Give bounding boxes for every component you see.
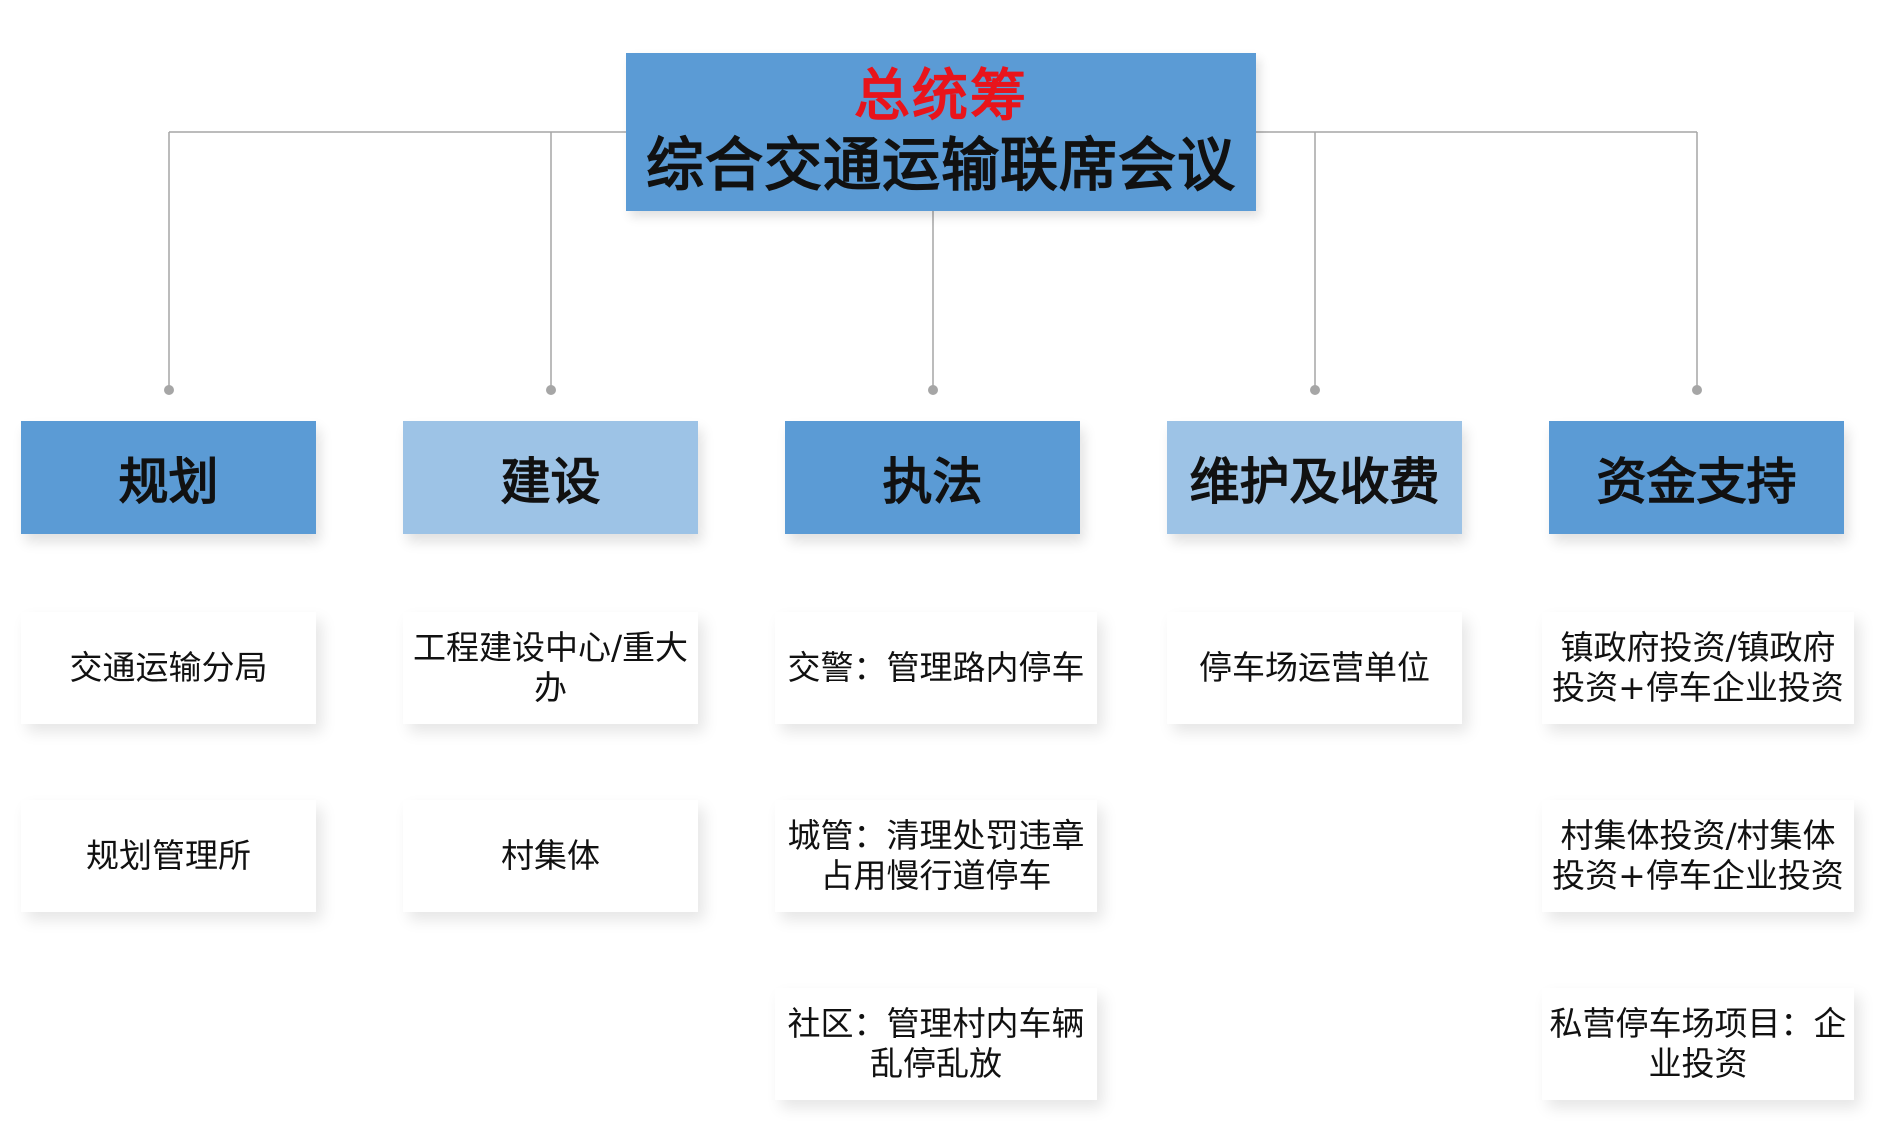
item-box: 村集体投资/村集体投资+停车企业投资 (1542, 800, 1854, 912)
category-enforcement: 执法 (785, 421, 1080, 534)
category-label: 维护及收费 (1189, 452, 1440, 511)
category-label: 规划 (118, 452, 219, 511)
connector-dot (546, 385, 556, 395)
item-box: 村集体 (403, 800, 698, 912)
category-label: 资金支持 (1596, 452, 1797, 511)
category-label: 建设 (500, 452, 601, 511)
connector-dot (1310, 385, 1320, 395)
category-construction: 建设 (403, 421, 698, 534)
category-maintenance-fees: 维护及收费 (1167, 421, 1462, 534)
item-box: 交警：管理路内停车 (775, 612, 1097, 724)
category-funding: 资金支持 (1549, 421, 1844, 534)
coordination-box: 总统筹 综合交通运输联席会议 (626, 53, 1256, 211)
item-box: 工程建设中心/重大办 (403, 612, 698, 724)
item-box: 私营停车场项目：企业投资 (1542, 988, 1854, 1100)
item-box: 社区：管理村内车辆乱停乱放 (775, 988, 1097, 1100)
category-label: 执法 (882, 452, 983, 511)
connector-dot (928, 385, 938, 395)
item-box: 城管：清理处罚违章占用慢行道停车 (775, 800, 1097, 912)
connector-dot (164, 385, 174, 395)
connector-dot (1692, 385, 1702, 395)
item-box: 交通运输分局 (21, 612, 316, 724)
coordination-subtitle: 综合交通运输联席会议 (645, 131, 1236, 199)
item-box: 停车场运营单位 (1167, 612, 1462, 724)
category-planning: 规划 (21, 421, 316, 534)
item-box: 镇政府投资/镇政府投资+停车企业投资 (1542, 612, 1854, 724)
item-box: 规划管理所 (21, 800, 316, 912)
coordination-title: 总统筹 (854, 64, 1028, 129)
